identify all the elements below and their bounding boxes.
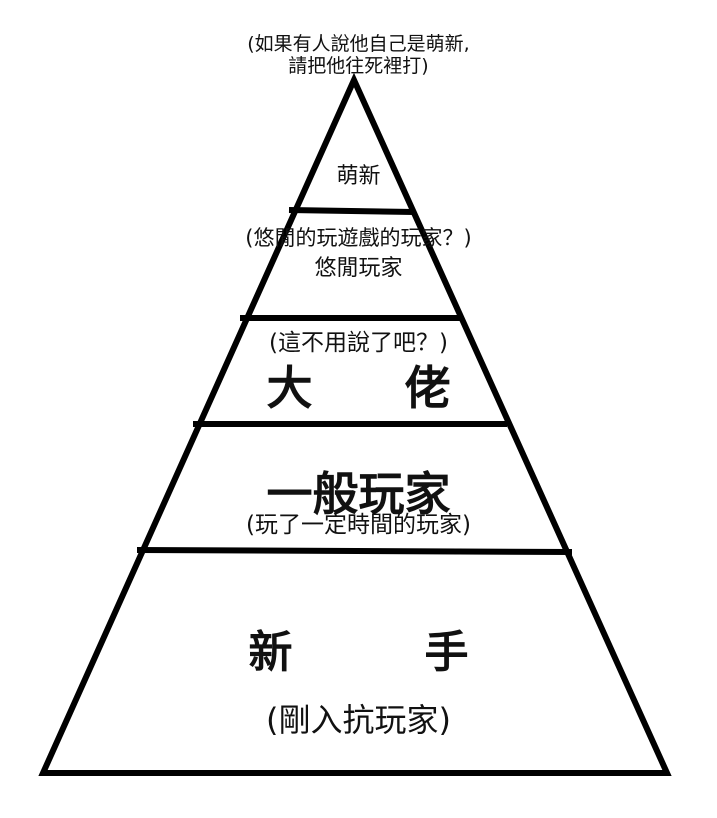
tier-1-name: 萌新 xyxy=(336,164,381,189)
tier-divider-4 xyxy=(136,547,573,555)
tier-divider-1 xyxy=(288,207,415,215)
tier-3-note: (這不用說了吧？) xyxy=(269,330,448,356)
tier-3-name: 大 佬 xyxy=(266,361,451,415)
tier-2-name: 悠閒玩家 xyxy=(314,256,403,281)
tier-4-note: (玩了一定時間的玩家) xyxy=(246,512,471,538)
tier-5-name: 新 手 xyxy=(248,627,469,678)
tier-4-name: 一般玩家 xyxy=(266,467,451,521)
top-note: (如果有人說他自己是萌新, 請把他往死裡打) xyxy=(247,33,470,77)
tier-5-note: (剛入抗玩家) xyxy=(266,701,451,739)
tier-2-note: (悠閒的玩遊戲的玩家？) xyxy=(245,226,472,250)
